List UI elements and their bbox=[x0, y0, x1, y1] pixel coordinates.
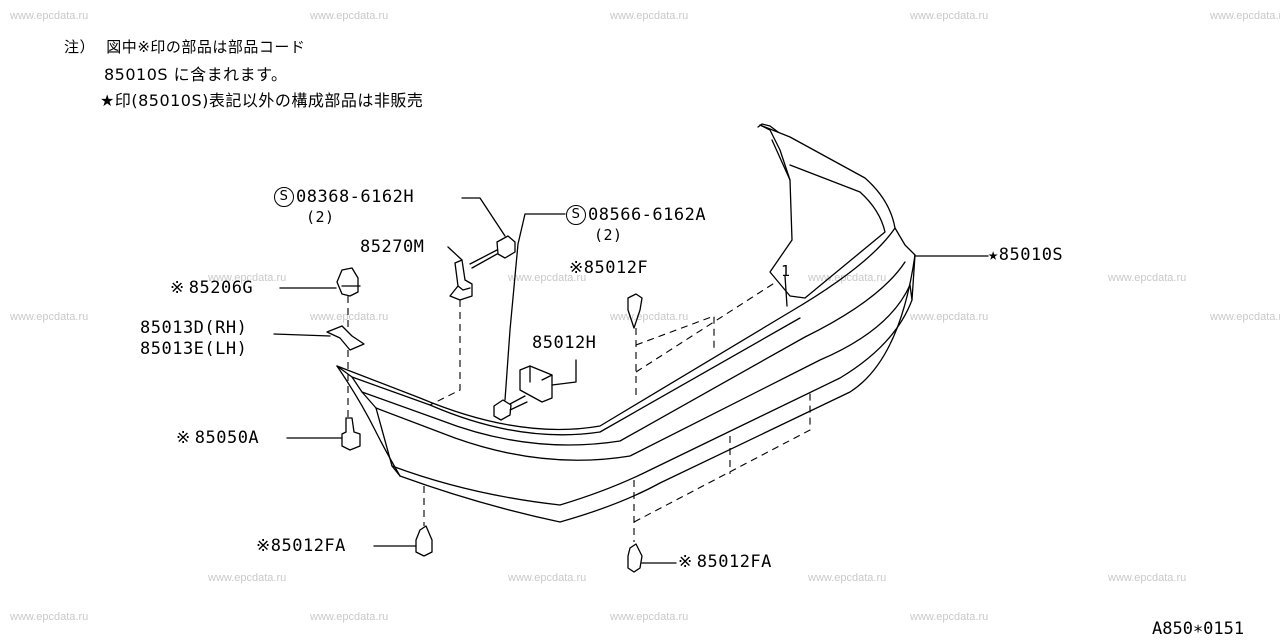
leader-index-1 bbox=[784, 275, 788, 307]
watermark: www.epcdata.ru bbox=[508, 272, 587, 284]
seal-85013 bbox=[326, 325, 365, 351]
std-part-icon: S bbox=[274, 187, 294, 207]
side-label: (RH) bbox=[204, 318, 248, 338]
bumper-top-edge bbox=[336, 124, 896, 431]
watermark: www.epcdata.ru bbox=[910, 311, 989, 323]
bumper-inner-step bbox=[759, 124, 791, 181]
bumper-rib-1 bbox=[361, 261, 906, 446]
watermark: www.epcdata.ru bbox=[10, 611, 89, 623]
bumper-side-left bbox=[336, 365, 401, 477]
callout-85012h: 85012H bbox=[532, 333, 597, 353]
watermark: www.epcdata.ru bbox=[310, 10, 389, 22]
watermark: www.epcdata.ru bbox=[310, 311, 389, 323]
note-text: 印(85010S)表記以外の構成部品は非販売 bbox=[114, 91, 424, 110]
bumper-side-left-outer bbox=[336, 365, 401, 477]
bolt-mid bbox=[493, 399, 512, 421]
index-mark: 1 bbox=[781, 262, 791, 280]
callout-85206g: ※85206G bbox=[170, 278, 253, 298]
screw-85050a bbox=[341, 417, 361, 451]
watermark: www.epcdata.ru bbox=[1108, 572, 1187, 584]
note-line-1: 注） 図中※印の部品は部品コード bbox=[64, 36, 305, 57]
note-text-rest: 印の部品は部品コード bbox=[150, 38, 306, 56]
watermark: www.epcdata.ru bbox=[1210, 10, 1280, 22]
callout-85012f: ※85012F bbox=[569, 258, 648, 278]
watermark: www.epcdata.ru bbox=[1210, 311, 1280, 323]
callout-85013e: 85013E(LH) bbox=[140, 339, 247, 359]
star-icon: ★ bbox=[988, 245, 999, 265]
asterisk-icon: ※ bbox=[678, 552, 693, 572]
callout-qty: (2) bbox=[306, 208, 335, 226]
star-icon: ★ bbox=[100, 91, 115, 110]
bumper-lower-edge bbox=[399, 254, 916, 523]
callout-85010s: ★85010S bbox=[988, 245, 1063, 265]
watermark: www.epcdata.ru bbox=[310, 611, 389, 623]
bumper-inner-panel bbox=[769, 139, 886, 299]
watermark: www.epcdata.ru bbox=[208, 272, 287, 284]
clip-85012fa-left bbox=[415, 525, 433, 557]
asterisk-icon: ※ bbox=[170, 278, 185, 298]
asterisk-icon: ※ bbox=[256, 536, 271, 556]
part-number: 85050A bbox=[194, 428, 260, 448]
part-number: 85010S bbox=[998, 245, 1064, 265]
watermark: www.epcdata.ru bbox=[610, 10, 689, 22]
bumper-rib-3 bbox=[391, 299, 913, 506]
side-label: (LH) bbox=[204, 339, 248, 359]
callout-85012fa-right: ※85012FA bbox=[678, 552, 772, 572]
bumper-rib-2 bbox=[375, 284, 911, 461]
watermark: www.epcdata.ru bbox=[1108, 272, 1187, 284]
watermark: www.epcdata.ru bbox=[910, 611, 989, 623]
watermark: www.epcdata.ru bbox=[10, 10, 89, 22]
bumper-inner-top bbox=[351, 317, 801, 436]
asterisk-icon: ※ bbox=[569, 258, 584, 278]
callout-qty: (2) bbox=[594, 226, 623, 244]
callout-85012fa-left: ※85012FA bbox=[256, 536, 346, 556]
leader-85012h bbox=[551, 359, 577, 386]
part-number: 85013D bbox=[140, 318, 205, 338]
note-prefix: 注） bbox=[64, 38, 96, 56]
bracket-85270m bbox=[449, 259, 473, 301]
watermark: www.epcdata.ru bbox=[508, 572, 587, 584]
callout-85270m: 85270M bbox=[360, 237, 425, 257]
part-number: 85012FA bbox=[270, 536, 346, 556]
clip-85012f bbox=[627, 293, 643, 329]
watermark: www.epcdata.ru bbox=[910, 10, 989, 22]
leader-85270m bbox=[447, 246, 463, 261]
callout-85050a: ※85050A bbox=[176, 428, 259, 448]
part-number: 08368-6162H bbox=[296, 187, 415, 207]
leader-85013 bbox=[273, 333, 331, 337]
leader-08566 bbox=[504, 213, 566, 401]
watermark: www.epcdata.ru bbox=[610, 611, 689, 623]
bolt-top bbox=[496, 235, 516, 259]
part-number: 85012F bbox=[583, 258, 649, 278]
watermark: www.epcdata.ru bbox=[10, 311, 89, 323]
bumper-side-right bbox=[894, 227, 916, 301]
part-number: 08566-6162A bbox=[588, 205, 707, 225]
asterisk-icon: ※ bbox=[176, 428, 191, 448]
part-number: 85206G bbox=[188, 278, 254, 298]
part-number: 85013E bbox=[140, 339, 205, 359]
note-line-2: 85010S に含まれます。 bbox=[104, 65, 288, 84]
watermark: www.epcdata.ru bbox=[808, 572, 887, 584]
watermark: www.epcdata.ru bbox=[208, 572, 287, 584]
note-symbol: ※ bbox=[137, 38, 151, 56]
nut-85206g bbox=[336, 267, 359, 297]
watermark: www.epcdata.ru bbox=[808, 272, 887, 284]
clip-85012fa-right bbox=[627, 543, 643, 573]
note-line-3: ★印(85010S)表記以外の構成部品は非販売 bbox=[100, 87, 423, 111]
part-number: 85012FA bbox=[696, 552, 772, 572]
callout-85013d: 85013D(RH) bbox=[140, 318, 247, 338]
leader-08368 bbox=[461, 197, 506, 237]
std-part-icon: S bbox=[566, 205, 586, 225]
bumper-tab bbox=[757, 123, 779, 133]
diagram-reference: A850∗0151 bbox=[1152, 619, 1245, 639]
note-text: 図中 bbox=[106, 38, 138, 56]
